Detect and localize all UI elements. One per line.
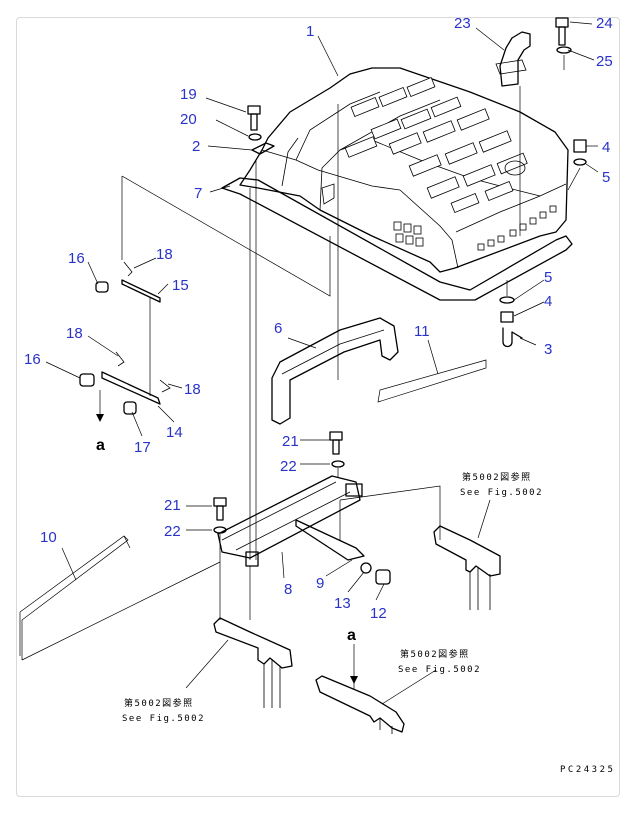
callout-20: 20 — [180, 111, 197, 128]
callout-21: 21 — [282, 433, 299, 450]
callout-leaders — [45, 21, 599, 601]
callout-3: 3 — [544, 341, 552, 358]
callout-9: 9 — [316, 575, 324, 592]
callout-16: 16 — [68, 250, 85, 267]
bolt-21-upper — [329, 431, 345, 478]
ref-en-left: See Fig.5002 — [122, 714, 205, 724]
seal-10 — [19, 535, 221, 661]
ref-en-bottom: See Fig.5002 — [398, 665, 481, 675]
bolt-19 — [247, 105, 262, 141]
ref-en-right: See Fig.5002 — [460, 488, 543, 498]
drawing-code: PC24325 — [560, 765, 615, 775]
bar-14 — [79, 351, 171, 422]
callout-1: 1 — [306, 23, 314, 40]
ref-jp-left: 第5002図参照 — [124, 697, 194, 709]
view-marker-a-left: a — [96, 437, 105, 454]
callout-16b: 16 — [24, 351, 41, 368]
callout-14: 14 — [166, 424, 183, 441]
figure-ref-left: 第5002図参照 See Fig.5002 — [122, 697, 205, 724]
callout-12: 12 — [370, 605, 387, 622]
callout-6: 6 — [274, 320, 282, 337]
callout-17: 17 — [134, 439, 151, 456]
view-marker-a-bottom: a — [347, 627, 356, 644]
callout-24: 24 — [596, 15, 613, 32]
callout-23: 23 — [454, 15, 471, 32]
callout-4b: 4 — [544, 293, 552, 310]
callout-19: 19 — [180, 86, 197, 103]
ref-jp-right: 第5002図参照 — [462, 471, 532, 483]
seal-sheet-left — [121, 175, 331, 297]
frame-ref-right — [433, 499, 501, 610]
diagram-frame — [16, 17, 620, 797]
strip-11 — [377, 359, 487, 403]
callout-4: 4 — [602, 139, 610, 156]
bolt-21-lower — [213, 497, 227, 620]
callout-18: 18 — [156, 246, 173, 263]
nut-4-low — [499, 280, 523, 348]
engine-hood — [221, 67, 573, 301]
callout-15: 15 — [172, 277, 189, 294]
bracket-2 — [251, 142, 275, 560]
frame-ref-left — [185, 617, 293, 708]
plate-9 — [295, 519, 391, 585]
callout-13: 13 — [334, 595, 351, 612]
callout-7: 7 — [194, 185, 202, 202]
callout-22b: 22 — [164, 523, 181, 540]
callout-25: 25 — [596, 53, 613, 70]
bracket-8 — [217, 475, 363, 620]
bar-15 — [95, 261, 161, 396]
figure-ref-right: 第5002図参照 See Fig.5002 — [460, 471, 543, 498]
exhaust-pipe — [495, 31, 531, 236]
callout-21b: 21 — [164, 497, 181, 514]
ref-jp-bottom: 第5002図参照 — [400, 648, 470, 660]
callout-numbers: 1 2 3 4 5 5 4 6 7 8 9 10 11 12 13 14 15 … — [24, 15, 613, 622]
nut-4-top — [567, 139, 587, 191]
callout-18b: 18 — [66, 325, 83, 342]
callout-10: 10 — [40, 529, 57, 546]
callout-5: 5 — [602, 169, 610, 186]
handle-6 — [271, 317, 399, 425]
callout-2: 2 — [192, 138, 200, 155]
frame-ref-bottom — [315, 644, 437, 734]
callout-5b: 5 — [544, 269, 552, 286]
bolt-24 — [555, 17, 572, 70]
callout-22: 22 — [280, 458, 297, 475]
callout-18c: 18 — [184, 381, 201, 398]
callout-11: 11 — [414, 323, 430, 340]
callout-8: 8 — [284, 581, 292, 598]
figure-ref-bottom: 第5002図参照 See Fig.5002 — [398, 648, 481, 675]
